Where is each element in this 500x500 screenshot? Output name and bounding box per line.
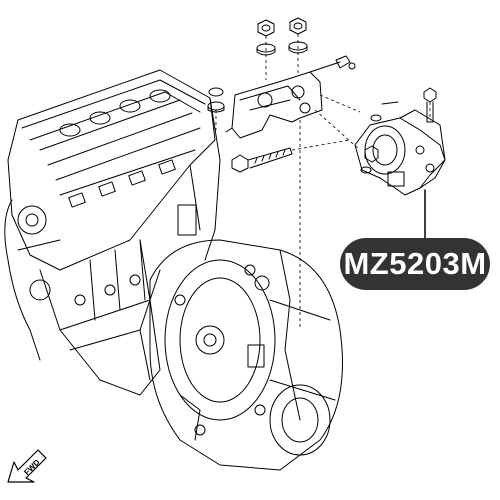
hardware-nuts: [207, 17, 356, 113]
transmission: [139, 239, 343, 471]
part-number-badge: MZ5203M: [340, 238, 490, 290]
fwd-arrow-icon: FWD: [7, 449, 47, 483]
alignment-lines: [215, 34, 431, 330]
engine-mount-upper-bracket: [225, 61, 341, 139]
long-bolt: [231, 147, 293, 173]
engine-block: [4, 69, 221, 396]
engine-mount: [354, 87, 446, 196]
